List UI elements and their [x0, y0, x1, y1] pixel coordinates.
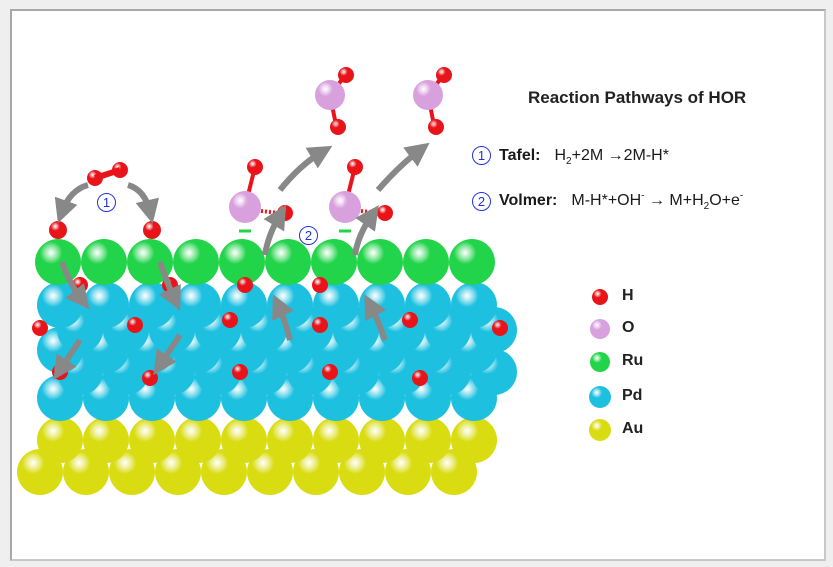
- atom-au: [405, 417, 451, 463]
- legend-swatch-pd: [589, 386, 611, 408]
- diffusion-arrow-5: [272, 294, 294, 341]
- step-number-2: 2: [472, 191, 491, 211]
- atom-o: [329, 191, 361, 223]
- atom-au: [37, 417, 83, 463]
- atom-h: [312, 317, 328, 333]
- atom-au: [129, 417, 175, 463]
- legend-label-h: H: [622, 287, 634, 304]
- atom-au: [267, 417, 313, 463]
- atom-ru: [81, 239, 127, 285]
- atom-h: [436, 67, 452, 83]
- atom-h: [142, 370, 158, 386]
- diffusion-arrow-2: [157, 261, 181, 311]
- volmer-step: 2 Volmer: M-H*+OH- → M+H2O+e-: [472, 191, 743, 213]
- atom-pd: [451, 282, 497, 328]
- diagram-marker-1: 1: [97, 193, 124, 212]
- atom-ru: [357, 239, 403, 285]
- atom-h: [247, 159, 263, 175]
- atom-o: [413, 80, 443, 110]
- legend-swatch-o: [590, 319, 610, 339]
- atom-h: [232, 364, 248, 380]
- atom-au: [359, 417, 405, 463]
- h-bond: [360, 209, 380, 215]
- atom-ru: [311, 239, 357, 285]
- atom-pd: [359, 282, 405, 328]
- atom-au: [83, 417, 129, 463]
- volmer-arrow-2: [375, 142, 430, 192]
- atom-h: [377, 205, 393, 221]
- tafel-arrow-right: [126, 182, 160, 224]
- atom-ru: [265, 239, 311, 285]
- atom-pd: [267, 282, 313, 328]
- atom-o: [229, 191, 261, 223]
- atom-h: [412, 370, 428, 386]
- legend-label-pd: Pd: [622, 387, 643, 404]
- legend-swatch-au: [589, 419, 611, 441]
- h-transfer-arrow-1: [262, 204, 287, 256]
- atom-h: [32, 320, 48, 336]
- tafel-arrow-left: [54, 182, 89, 224]
- volmer-equation: M-H*+OH- → M+H2O+e-: [571, 191, 744, 213]
- atom-h: [222, 312, 238, 328]
- legend-label-au: Au: [622, 420, 644, 437]
- atom-ru: [449, 239, 495, 285]
- atom-au: [221, 417, 267, 463]
- volmer-arrow-1: [277, 145, 333, 192]
- atom-au: [451, 417, 497, 463]
- atom-ru: [403, 239, 449, 285]
- atom-h: [338, 67, 354, 83]
- atom-o: [315, 80, 345, 110]
- legend-swatch-h: [592, 289, 608, 305]
- atom-ru: [219, 239, 265, 285]
- atom-ru: [173, 239, 219, 285]
- volmer-label: Volmer:: [499, 192, 558, 210]
- tafel-step: 1 Tafel: H2+2M →2M-H*: [472, 146, 669, 167]
- atom-ru: [35, 239, 81, 285]
- atom-h: [322, 364, 338, 380]
- h-bond: [260, 209, 280, 215]
- diagram-title: Reaction Pathways of HOR: [528, 88, 747, 107]
- atom-h: [428, 119, 444, 135]
- diffusion-arrow-3: [53, 338, 83, 380]
- atom-h: [237, 277, 253, 293]
- diffusion-arrow-6: [364, 294, 388, 341]
- diagram-marker-2: 2: [299, 226, 326, 245]
- atom-h: [492, 320, 508, 336]
- h-transfer-arrow-2: [352, 205, 379, 256]
- atom-h: [49, 221, 67, 239]
- legend-label-ru: Ru: [622, 352, 644, 369]
- diffusion-arrow-1: [59, 261, 90, 310]
- atom-h: [330, 119, 346, 135]
- atom-au: [313, 417, 359, 463]
- tafel-equation: H2+2M →2M-H*: [554, 146, 669, 167]
- diffusion-arrow-4: [153, 333, 183, 375]
- step-number-1: 1: [472, 146, 491, 165]
- tafel-label: Tafel:: [499, 146, 541, 164]
- atom-h: [312, 277, 328, 293]
- legend-label-o: O: [622, 319, 635, 336]
- atom-h: [402, 312, 418, 328]
- atom-au: [175, 417, 221, 463]
- atom-pd: [83, 282, 129, 328]
- atom-h: [127, 317, 143, 333]
- atom-pd: [313, 282, 359, 328]
- atom-pd: [175, 282, 221, 328]
- legend-swatch-ru: [590, 352, 610, 372]
- h-h-bond: [94, 167, 121, 181]
- atom-h: [143, 221, 161, 239]
